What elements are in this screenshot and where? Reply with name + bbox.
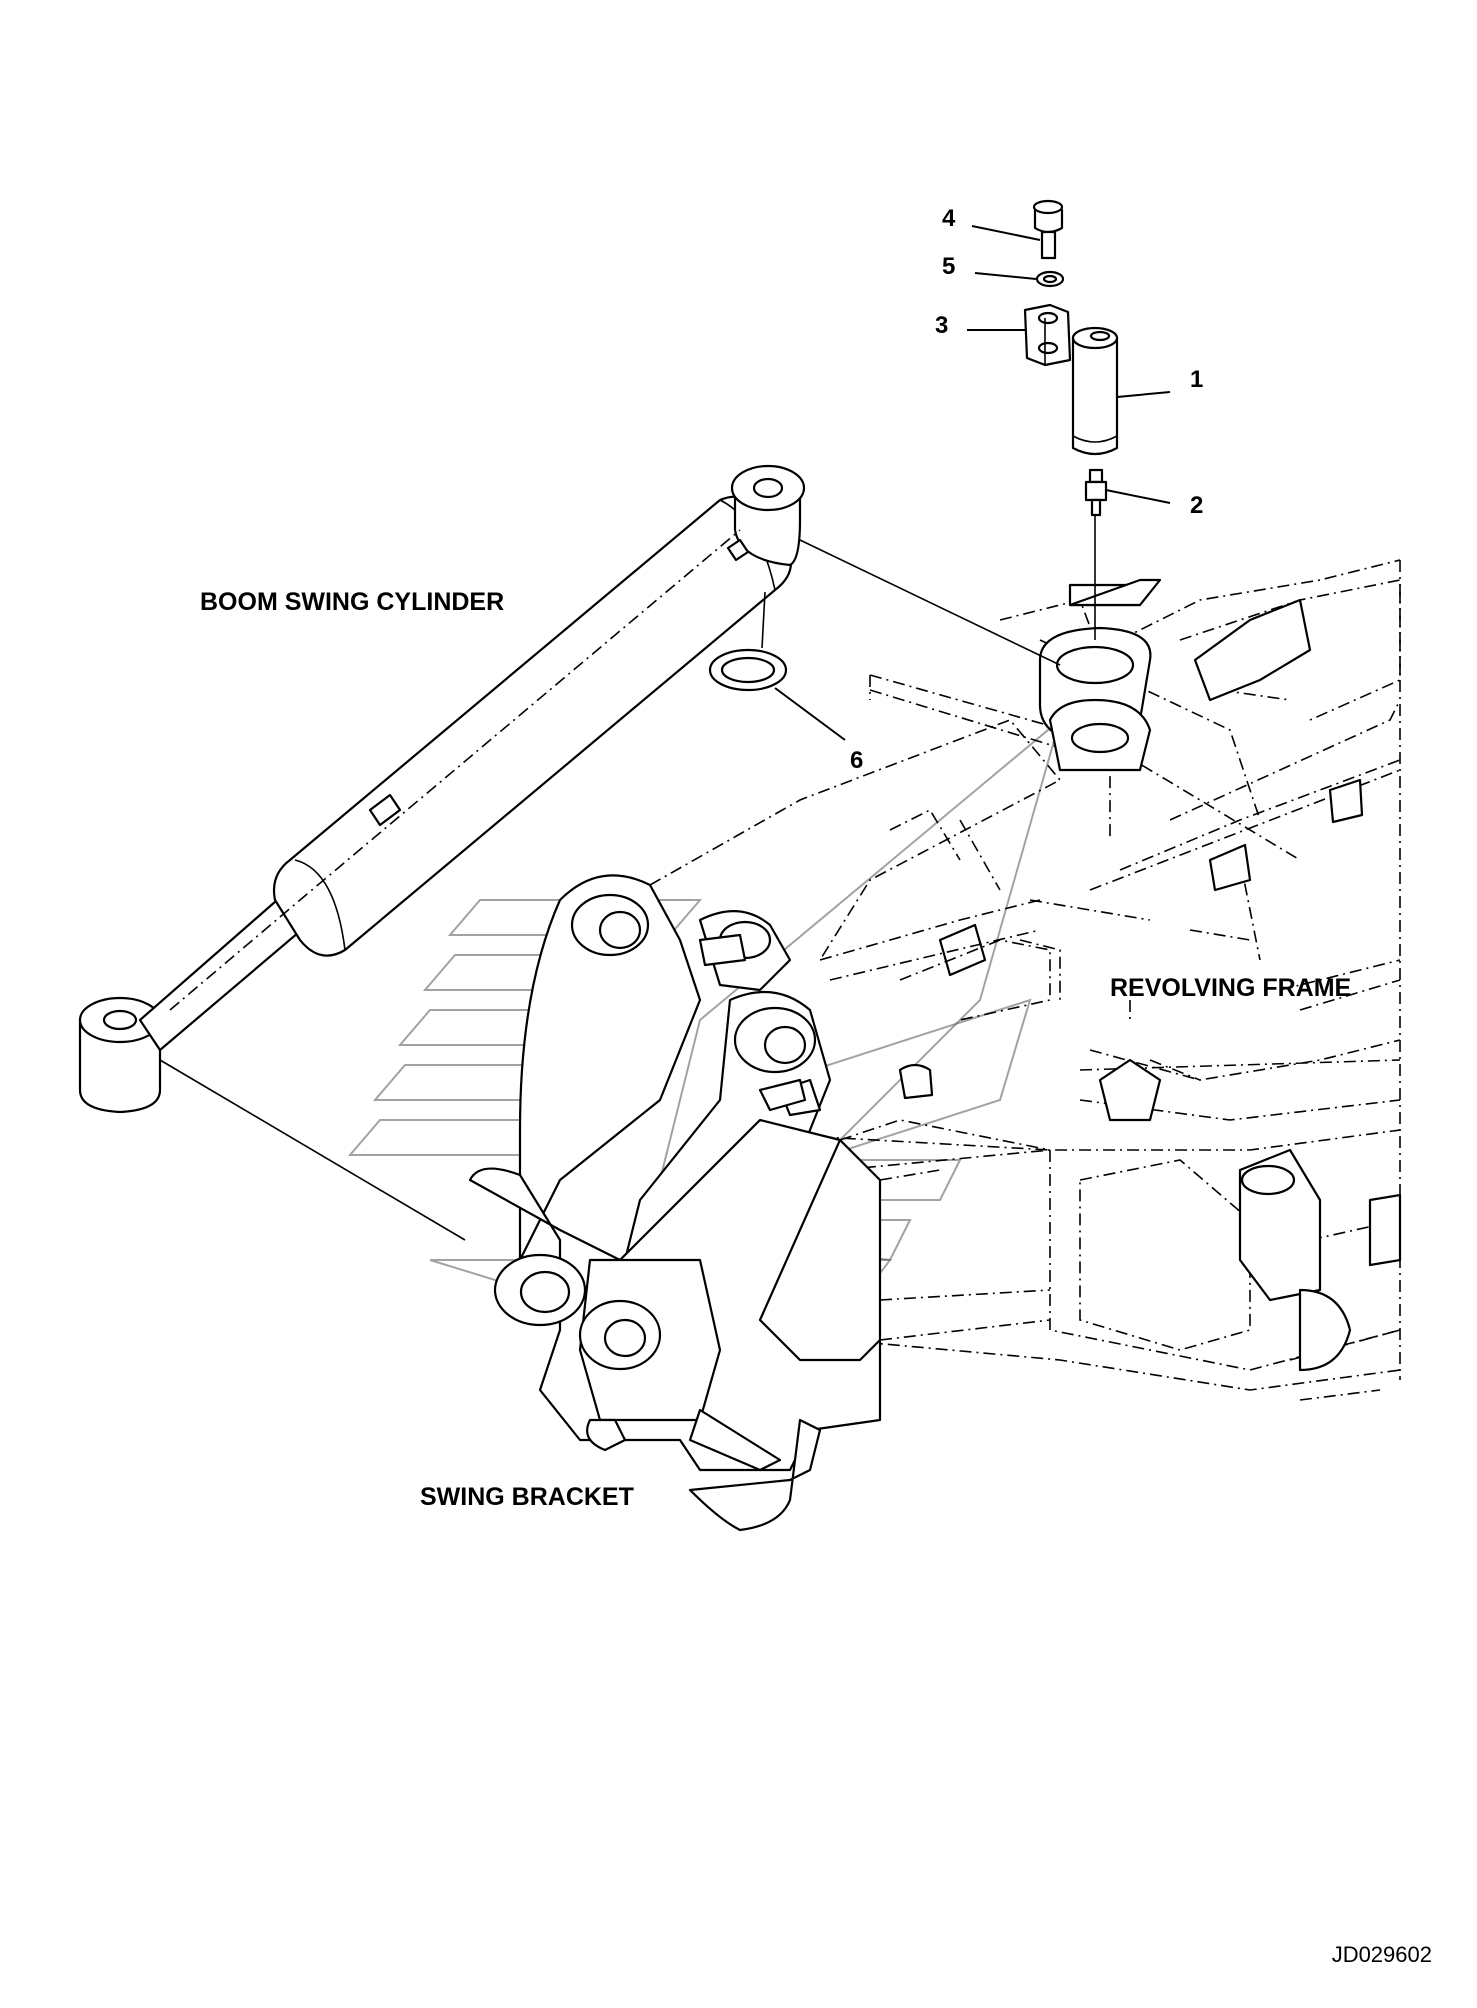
label-boom-swing-cylinder: BOOM SWING CYLINDER xyxy=(200,588,504,616)
pin xyxy=(1071,326,1119,456)
callout-number-2: 2 xyxy=(1190,492,1203,519)
callout-number-3: 3 xyxy=(935,312,948,339)
washer xyxy=(1035,270,1065,288)
boom-swing-cylinder xyxy=(78,464,1061,1241)
plate xyxy=(1023,303,1072,367)
label-swing-bracket: SWING BRACKET xyxy=(420,1483,634,1511)
callout-number-5: 5 xyxy=(942,253,955,280)
label-revolving-frame: REVOLVING FRAME xyxy=(1110,974,1351,1002)
exploded-pin-group xyxy=(708,199,1119,692)
callout-number-4: 4 xyxy=(942,205,956,232)
grease-fitting xyxy=(1084,468,1108,517)
swing-bracket xyxy=(468,719,1062,1532)
shim xyxy=(708,648,788,692)
callout-number-6: 6 xyxy=(850,747,863,774)
callout-leaders xyxy=(774,225,1171,741)
callout-number-1: 1 xyxy=(1190,366,1203,393)
drawing-reference-number: JD029602 xyxy=(1332,1942,1432,1967)
bolt xyxy=(1032,199,1064,260)
